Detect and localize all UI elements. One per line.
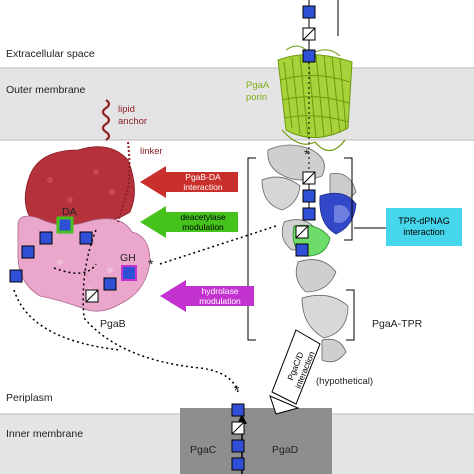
arrow-label-deacetylase-l1: deacetylase — [180, 212, 226, 222]
arrow-label-hydrolase-l1: hydrolase — [201, 286, 239, 296]
label-inner-membrane: Inner membrane — [6, 428, 84, 440]
pgacd-interaction-arrow — [271, 329, 321, 405]
label-pgad: PgaD — [272, 444, 299, 456]
dotted-path-b — [13, 289, 121, 351]
label-anchor: anchor — [118, 116, 148, 127]
label-extracellular: Extracellular space — [6, 48, 95, 60]
dotted-link-gh — [159, 225, 277, 265]
pgaa-tpr-structure — [261, 144, 357, 363]
arrow-label-deacetylase: deacetylase modulation — [170, 212, 236, 232]
linker-line — [117, 141, 131, 223]
label-linker: linker — [140, 146, 163, 157]
label-periplasm: Periplasm — [6, 392, 53, 404]
sugar-chain-tpr — [295, 171, 316, 257]
arrow-label-deacetylase-l2: modulation — [182, 222, 224, 232]
tpr-dpnag-label-l2: interaction — [403, 226, 445, 237]
sugar-chain-top — [302, 0, 316, 170]
arrow-label-hydrolase: hydrolase modulation — [188, 286, 252, 306]
label-outer-membrane: Outer membrane — [6, 84, 86, 96]
sugar-chain-pgab — [9, 216, 137, 303]
tpr-dpnag-label: TPR-dPNAG interaction — [386, 216, 462, 237]
tpr-dpnag-label-l1: TPR-dPNAG — [398, 216, 450, 226]
pgaa-porin-barrel — [277, 45, 353, 152]
label-hypothetical: (hypothetical) — [316, 376, 374, 387]
asterisk-inner: * — [234, 382, 240, 398]
hydrolase-arrow — [160, 280, 254, 312]
outer-membrane-band — [0, 68, 474, 140]
arrow-label-hydrolase-l2: modulation — [199, 296, 241, 306]
label-pgac: PgaC — [190, 444, 217, 456]
label-gh: GH — [120, 252, 136, 264]
pgab-da-arrow — [140, 166, 238, 198]
label-da: DA — [62, 206, 77, 218]
label-pgaa: PgaA — [246, 80, 270, 91]
asterisk-tpr: * — [304, 146, 310, 162]
label-pgaa-tpr: PgaA-TPR — [372, 318, 423, 330]
arrow-label-pgab-da: PgaB-DA interaction — [170, 172, 236, 192]
sugar-chain-inner — [231, 403, 245, 471]
arrow-label-pgab-da-l1: PgaB-DA — [185, 172, 221, 182]
label-lipid: lipid — [118, 104, 135, 115]
asterisk-gh: * — [148, 256, 154, 272]
tpr-dpnag-box — [386, 208, 462, 246]
pgacd-complex — [180, 408, 332, 474]
label-porin: porin — [246, 92, 268, 103]
arrow-label-pgab-da-l2: interaction — [183, 182, 223, 192]
deacetylase-arrow — [140, 206, 238, 238]
lipid-anchor-line — [101, 99, 111, 141]
label-pgab: PgaB — [100, 318, 126, 330]
